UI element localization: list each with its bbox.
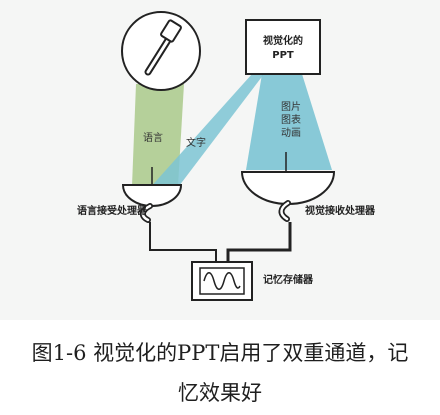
ppt-screen	[245, 19, 321, 75]
visual-wire	[226, 222, 292, 262]
visual-processor-label: 视觉接收处理器	[305, 204, 376, 217]
speech-processor-dish	[121, 167, 183, 223]
figure-caption: 图1-6 视觉化的PPT启用了双重通道，记 忆效果好	[0, 333, 440, 413]
speech-beam-label: 语言	[143, 131, 163, 144]
visual-beam-label-line3: 动画	[281, 127, 301, 139]
text-beam-label: 文字	[186, 136, 206, 149]
text-beam	[148, 74, 264, 190]
memory-storage-screen	[199, 267, 245, 295]
caption-line-2: 忆效果好	[178, 381, 262, 405]
speech-beam	[132, 84, 184, 186]
waveform-icon	[203, 272, 241, 290]
ppt-screen-label-line1: 视觉化的	[263, 34, 303, 47]
diagram-canvas: 视觉化的 PPT 语言 文字 图片 图表 动画 语言接受处理器	[77, 11, 376, 301]
speech-wire	[149, 222, 217, 262]
visual-beam-label-line2: 图表	[281, 113, 301, 126]
visual-beam-label-line1: 图片	[281, 100, 301, 113]
visual-beam	[246, 74, 332, 170]
dual-channel-diagram: 视觉化的 PPT 语言 文字 图片 图表 动画 语言接受处理器	[77, 11, 376, 301]
microphone-icon	[144, 19, 182, 76]
visual-processor-dish	[240, 152, 336, 222]
ppt-screen-label-line2: PPT	[272, 50, 294, 61]
caption-line-1: 图1-6 视觉化的PPT启用了双重通道，记	[31, 341, 409, 365]
speech-processor-label: 语言接受处理器	[77, 204, 148, 217]
memory-storage-label: 记忆存储器	[263, 273, 314, 286]
